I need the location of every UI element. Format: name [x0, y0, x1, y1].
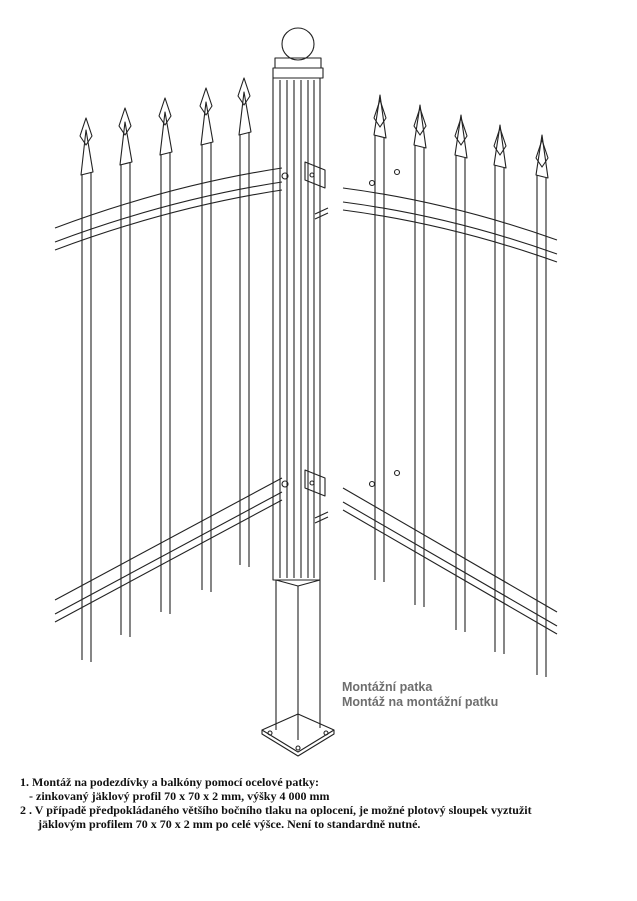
note-2: 2 . V případě předpokládaného většího bo…: [20, 803, 532, 817]
note-2-continuation: jäklovým profilem 70 x 70 x 2 mm po celé…: [38, 817, 421, 831]
caption-line-2: Montáž na montážní patku: [342, 695, 499, 709]
note-1-detail: - zinkovaný jäklový profil 70 x 70 x 2 m…: [29, 789, 330, 803]
fence-assembly-drawing: [54, 27, 558, 757]
left-pickets: [79, 77, 252, 662]
caption-line-1: Montážní patka: [342, 680, 433, 694]
mounting-foot-caption: Montážní patka Montáž na montážní patku: [342, 680, 498, 710]
central-post: [272, 27, 329, 581]
mounting-foot: [261, 579, 335, 757]
note-1: 1. Montáž na podezdívky a balkóny pomocí…: [20, 775, 320, 789]
right-pickets: [373, 94, 549, 677]
right-panel: [342, 94, 558, 677]
installation-notes: 1. Montáž na podezdívky a balkóny pomocí…: [20, 775, 620, 831]
left-panel: [54, 77, 289, 662]
